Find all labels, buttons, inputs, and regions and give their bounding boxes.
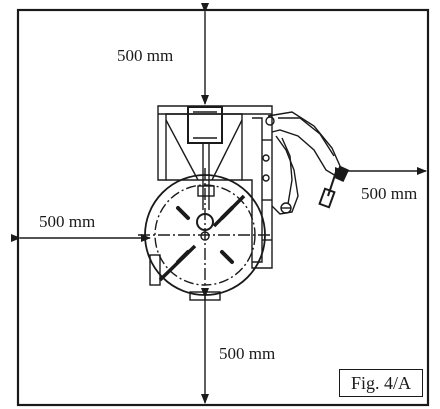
bead-breaker-paddle [318,165,350,209]
bottom-clearance-label: 500 mm [219,344,276,363]
outer-frame [16,8,430,407]
bead-breaker-bar-lower [158,244,197,282]
side-panel [252,117,263,263]
left-clearance-label: 500 mm [39,212,96,231]
clearance-arrows [11,3,427,404]
figure-label: Fig. 4/A [339,369,423,397]
column-housing [187,106,223,144]
right-clearance-label: 500 mm [361,184,418,203]
bead-breaker-bar-upper [212,194,246,228]
tyre-changer-machine [138,105,350,303]
top-clearance-label: 500 mm [117,46,174,65]
